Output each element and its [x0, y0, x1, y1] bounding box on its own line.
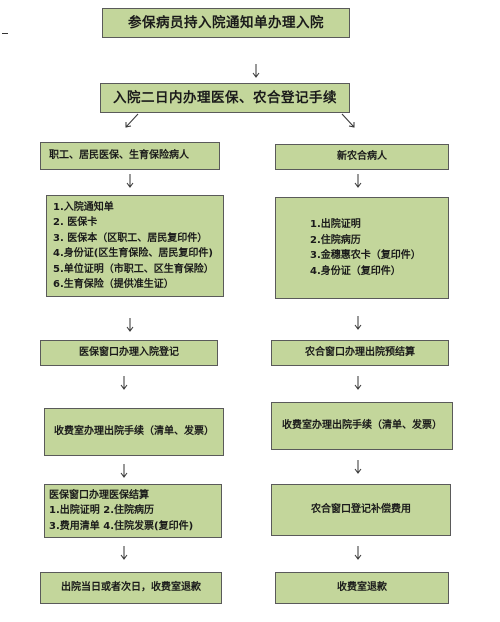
title-box: 参保病员持入院通知单办理入院 [102, 8, 350, 38]
right-refund-box: 收费室退款 [275, 572, 449, 604]
list-item: 3.费用清单 4.住院发票(复印件) [49, 520, 194, 532]
list-item: 5.单位证明（市职工、区生育保险） [53, 263, 214, 275]
arrow-down-icon [352, 460, 364, 474]
list-item: 4.身份证(区生育保险、居民复印件) [53, 248, 213, 259]
right-settlement-text: 农合窗口登记补偿费用 [311, 504, 411, 516]
arrow-down-icon [118, 376, 130, 390]
arrow-down-icon [352, 316, 364, 330]
left-documents-list: 1.入院通知单 2. 医保卡 3. 医保本（区职工、居民复印件） 4.身份证(区… [53, 200, 214, 293]
left-header-box: 职工、居民医保、生育保险病人 [40, 142, 220, 170]
list-item: 医保窗口办理医保结算 [49, 489, 149, 501]
left-settlement-list: 医保窗口办理医保结算 1.出院证明 2.住院病历 3.费用清单 4.住院发票(复… [49, 488, 193, 535]
list-item: 1.出院证明 [310, 219, 361, 230]
list-item: 6.生育保险（提供准生证） [53, 279, 174, 290]
right-header-box: 新农合病人 [275, 144, 449, 170]
arrow-down-icon [118, 546, 130, 560]
right-discharge-box: 收费室办理出院手续（清单、发票） [271, 402, 453, 450]
left-documents-box: 1.入院通知单 2. 医保卡 3. 医保本（区职工、居民复印件） 4.身份证(区… [46, 195, 224, 297]
arrow-down-icon [118, 464, 130, 478]
right-register-box: 农合窗口办理出院预结算 [271, 340, 449, 366]
arrow-diag-left-icon [124, 113, 140, 129]
list-item: 2.住院病历 [310, 234, 361, 246]
right-register-text: 农合窗口办理出院预结算 [305, 347, 415, 359]
left-header-text: 职工、居民医保、生育保险病人 [49, 150, 189, 162]
admission-box: 入院二日内办理医保、农合登记手续 [100, 83, 350, 113]
list-item: 1.入院通知单 [53, 201, 114, 213]
right-settlement-box: 农合窗口登记补偿费用 [271, 484, 451, 536]
left-discharge-box: 收费室办理出院手续（清单、发票） [44, 408, 224, 456]
left-register-box: 医保窗口办理入院登记 [40, 340, 218, 366]
list-item: 1.出院证明 2.住院病历 [49, 505, 154, 517]
arrow-down-icon [124, 174, 136, 188]
right-discharge-text: 收费室办理出院手续（清单、发票） [282, 420, 442, 432]
left-settlement-box: 医保窗口办理医保结算 1.出院证明 2.住院病历 3.费用清单 4.住院发票(复… [44, 484, 222, 538]
right-header-text: 新农合病人 [337, 151, 387, 163]
title-text: 参保病员持入院通知单办理入院 [128, 14, 324, 31]
right-documents-box: 1.出院证明 2.住院病历 3.金穗惠农卡（复印件） 4.身份证（复印件） [275, 197, 449, 299]
list-item: 2. 医保卡 [53, 217, 98, 228]
arrow-down-icon [352, 174, 364, 188]
left-discharge-text: 收费室办理出院手续（清单、发票） [54, 426, 214, 438]
left-refund-text: 出院当日或者次日，收费室退款 [61, 582, 201, 594]
right-documents-list: 1.出院证明 2.住院病历 3.金穗惠农卡（复印件） 4.身份证（复印件） [310, 217, 421, 279]
right-refund-text: 收费室退款 [337, 582, 387, 594]
arrow-down-icon [352, 376, 364, 390]
arrow-diag-right-icon [340, 113, 356, 129]
list-item: 3. 医保本（区职工、居民复印件） [53, 232, 208, 244]
admission-text: 入院二日内办理医保、农合登记手续 [113, 89, 337, 106]
arrow-down-icon [352, 546, 364, 560]
edge-mark [2, 33, 8, 34]
arrow-down-icon [124, 318, 136, 332]
list-item: 3.金穗惠农卡（复印件） [310, 250, 421, 261]
left-refund-box: 出院当日或者次日，收费室退款 [40, 572, 222, 604]
list-item: 4.身份证（复印件） [310, 265, 401, 277]
left-register-text: 医保窗口办理入院登记 [79, 347, 179, 359]
arrow-down-icon [250, 64, 262, 78]
